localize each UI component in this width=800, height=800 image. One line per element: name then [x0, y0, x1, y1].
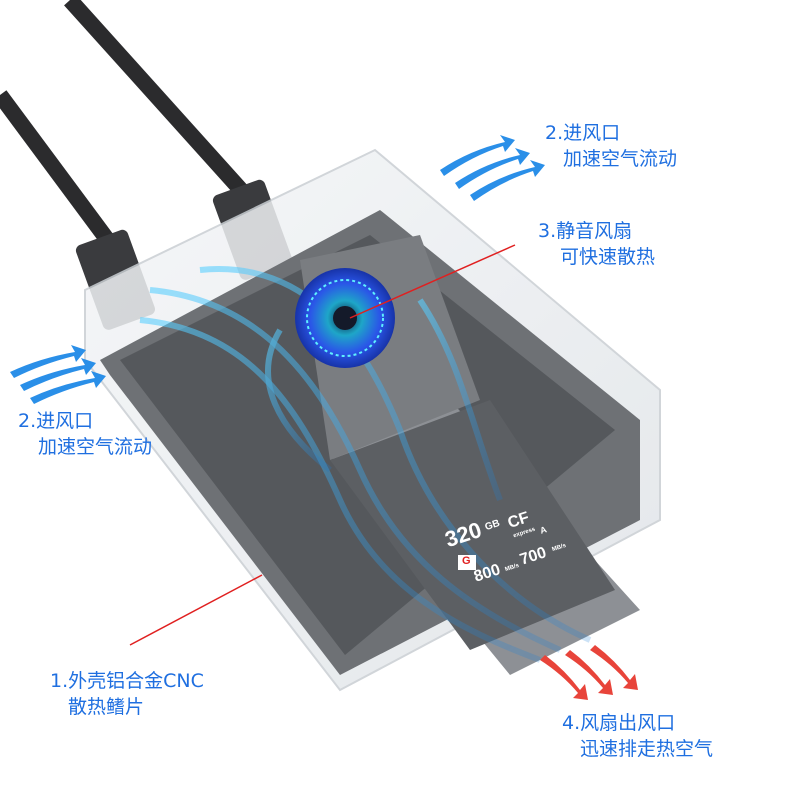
inlet-arrows-left: [10, 345, 106, 404]
label-shell-title: 1.外壳铝合金CNC: [50, 670, 204, 692]
label-outlet-desc: 迅速排走热空气: [580, 738, 714, 760]
label-inlet-left-desc: 加速空气流动: [38, 436, 153, 458]
inlet-arrows-top: [440, 135, 545, 201]
label-shell: 1.外壳铝合金CNC 散热鳍片: [50, 668, 204, 720]
pointer-lines: [129, 244, 516, 646]
g-badge-bg: [458, 555, 476, 570]
label-inlet-top: 2.进风口 加速空气流动: [545, 120, 677, 172]
label-inlet-top-title: 2.进风口: [545, 122, 621, 144]
g-badge: G: [462, 555, 471, 567]
label-inlet-top-desc: 加速空气流动: [563, 148, 678, 170]
airflow-streams: [139, 266, 592, 663]
label-inlet-left: 2.进风口 加速空气流动: [18, 408, 152, 460]
label-outlet-title: 4.风扇出风口: [562, 712, 676, 734]
outlet-arrows: [540, 645, 638, 700]
label-fan-title: 3.静音风扇: [538, 220, 633, 242]
label-inlet-left-title: 2.进风口: [18, 410, 94, 432]
fan: [295, 268, 395, 368]
label-fan-desc: 可快速散热: [560, 246, 656, 268]
label-fan: 3.静音风扇 可快速散热: [538, 218, 655, 270]
label-outlet: 4.风扇出风口 迅速排走热空气: [562, 710, 713, 762]
label-shell-desc: 散热鳍片: [68, 696, 145, 718]
